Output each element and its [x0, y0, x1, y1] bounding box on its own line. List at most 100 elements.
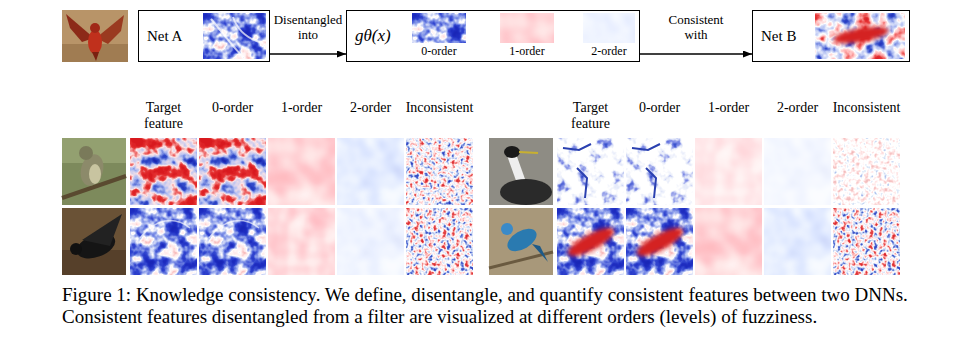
feature-heatmap [211, 17, 263, 57]
feature-heatmap [337, 208, 404, 275]
column-header: Target feature [561, 100, 621, 132]
bird-photo [62, 208, 126, 275]
column-header: Inconsistent [825, 100, 909, 116]
feature-heatmap [500, 13, 554, 43]
column-header: 2-order [768, 100, 828, 116]
feature-heatmap [764, 208, 831, 275]
feature-heatmap [633, 223, 686, 262]
feature-heatmap [130, 138, 473, 205]
feature-heatmap [557, 138, 900, 205]
feature-heatmap [815, 13, 905, 59]
node-label: gθ(x) [355, 26, 391, 46]
bird-photo [88, 30, 102, 54]
feature-heatmap [764, 138, 831, 205]
feature-heatmap [564, 223, 617, 262]
order-label: 2-order [579, 44, 639, 58]
column-header: Inconsistent [398, 100, 482, 116]
feature-heatmap [209, 221, 259, 238]
feature-heatmap [695, 138, 762, 205]
feature-heatmap [203, 13, 266, 59]
feature-heatmap [626, 138, 693, 205]
feature-heatmap [199, 138, 266, 205]
feature-heatmap [199, 208, 266, 275]
feature-heatmap [832, 23, 890, 47]
feature-heatmap [406, 208, 473, 275]
bird-photo [89, 164, 101, 184]
edge-label: Disentangled into [271, 12, 345, 42]
feature-heatmap [130, 138, 197, 205]
feature-heatmap [406, 138, 473, 205]
feature-heatmap [583, 13, 635, 43]
column-header: 2-order [341, 100, 401, 116]
feature-heatmap [626, 208, 693, 275]
edge-label: Consistent with [656, 12, 736, 42]
feature-heatmap [140, 221, 190, 238]
feature-heatmap [557, 208, 900, 275]
feature-heatmap [833, 208, 900, 275]
bird-photo [489, 208, 553, 275]
feature-heatmap [268, 138, 335, 205]
feature-heatmap [268, 138, 335, 205]
feature-heatmap [695, 138, 762, 205]
bird-photo [62, 208, 126, 275]
network-box: Net A [138, 10, 270, 62]
column-header: 1-order [699, 100, 759, 116]
feature-heatmap [203, 13, 266, 59]
bird-photo [489, 208, 553, 275]
bird-photo [62, 10, 128, 62]
node-label: Net B [761, 27, 796, 45]
feature-heatmap [500, 13, 554, 43]
column-header: 0-order [203, 100, 263, 116]
feature-heatmap [626, 138, 693, 205]
bird-photo [62, 138, 126, 205]
feature-heatmap [268, 208, 335, 275]
feature-heatmap [764, 208, 831, 275]
feature-heatmap [626, 208, 693, 275]
feature-heatmap [695, 208, 762, 275]
column-header: 1-order [272, 100, 332, 116]
feature-heatmap [563, 144, 591, 198]
feature-heatmap [557, 208, 624, 275]
node-label: Net A [147, 27, 182, 45]
feature-heatmap [412, 13, 466, 43]
bird-photo [489, 138, 553, 205]
order-label: 1-order [497, 44, 557, 58]
feature-heatmap [199, 138, 266, 205]
connector-arrow [640, 53, 752, 54]
feature-heatmap [337, 208, 404, 275]
feature-heatmap [337, 138, 404, 205]
bird-photo [519, 152, 538, 153]
bird-photo [90, 23, 100, 33]
bird-photo [504, 146, 520, 158]
figure-caption: Figure 1: Knowledge consistency. We defi… [62, 284, 962, 328]
order-label: 0-order [409, 44, 469, 58]
feature-heatmap [268, 208, 335, 275]
feature-heatmap [130, 208, 197, 275]
column-header: 0-order [630, 100, 690, 116]
feature-heatmap [583, 13, 635, 43]
bird-photo [92, 52, 99, 61]
feature-heatmap [695, 208, 762, 275]
feature-heatmap [815, 13, 905, 59]
bird-photo [62, 10, 128, 62]
network-box: Net B [752, 10, 910, 62]
feature-heatmap [130, 208, 473, 275]
bird-photo [489, 138, 553, 205]
bird-photo [501, 223, 513, 235]
bird-photo [70, 243, 82, 255]
feature-heatmap [337, 138, 404, 205]
feature-heatmap [406, 208, 473, 275]
column-header: Target feature [134, 100, 194, 132]
feature-heatmap [557, 138, 624, 205]
bird-photo [62, 138, 126, 205]
bird-photo [79, 146, 93, 160]
feature-heatmap [833, 138, 900, 205]
feature-heatmap [833, 208, 900, 275]
feature-heatmap [199, 208, 266, 275]
feature-heatmap [203, 13, 905, 59]
bird-photo [500, 179, 552, 205]
feature-heatmap [130, 138, 197, 205]
feature-heatmap [130, 208, 197, 275]
feature-heatmap [764, 138, 831, 205]
